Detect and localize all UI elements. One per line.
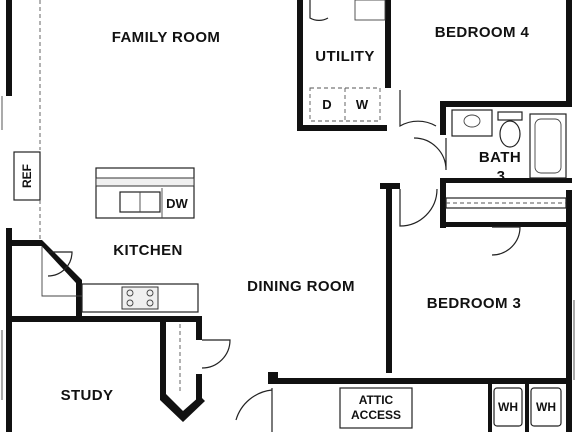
wall-utility-left xyxy=(297,0,303,130)
wall-bedroom3-left xyxy=(386,183,392,373)
wall-left-exterior xyxy=(6,0,12,96)
wall-wh-divider xyxy=(488,384,492,432)
toilet-tank xyxy=(497,111,523,121)
utility-label: UTILITY xyxy=(315,48,374,65)
wall-attic-top xyxy=(270,378,572,384)
wall-study-closet-right xyxy=(196,316,202,340)
study-closet-door xyxy=(201,339,231,369)
pantry-door xyxy=(47,251,73,277)
bath-door-swing xyxy=(413,137,447,171)
wall-study-closet-left xyxy=(160,316,166,394)
bath-3-number: 3 xyxy=(497,168,506,185)
wall-left-exterior-lower xyxy=(6,228,12,432)
walls xyxy=(6,0,572,432)
bathtub-inner xyxy=(534,118,562,174)
burner-1 xyxy=(126,289,134,297)
wall-utility-bottom xyxy=(297,125,387,131)
wall-study-closet-right-lower xyxy=(196,374,202,404)
wall-utility-right xyxy=(385,0,391,88)
burner-3 xyxy=(126,299,134,307)
bathtub xyxy=(529,113,567,179)
wall-kitchen-nook xyxy=(6,240,42,246)
island-bar xyxy=(95,177,195,187)
dryer-label: D xyxy=(322,97,331,112)
dining-room-label: DINING ROOM xyxy=(247,278,355,295)
bath-3-label: BATH xyxy=(479,149,521,166)
utility-door-swing xyxy=(309,0,329,22)
wall-hall-jamb xyxy=(268,372,278,384)
washer-label: W xyxy=(356,97,369,112)
room-labels: FAMILY ROOM UTILITY BEDROOM 4 BATH 3 KIT… xyxy=(61,24,530,422)
kitchen-label: KITCHEN xyxy=(113,242,182,259)
wall-study-top xyxy=(6,316,202,322)
wall-kitchen-angle xyxy=(36,240,82,318)
attic-access-label-line1: ATTIC xyxy=(359,393,394,407)
wall-bath-bottom xyxy=(440,178,572,183)
bedroom3-closet-door xyxy=(491,226,521,256)
attic-access-label-line2: ACCESS xyxy=(351,408,401,422)
bath-sink xyxy=(463,114,481,128)
bedroom3-hall-door xyxy=(399,188,438,227)
lower-hall-door xyxy=(235,388,273,432)
hall-door-swing xyxy=(399,90,437,128)
wall-wh-divider-2 xyxy=(525,384,529,432)
bedroom-4-label: BEDROOM 4 xyxy=(435,24,530,41)
wall-right-exterior xyxy=(566,0,572,104)
utility-cabinet xyxy=(354,0,386,21)
toilet-bowl xyxy=(499,120,521,148)
attic-access-hatch xyxy=(339,387,413,429)
study-label: STUDY xyxy=(61,387,114,404)
water-heater-2 xyxy=(530,387,562,427)
wall-bedroom3-top xyxy=(440,222,572,227)
bath-vanity xyxy=(451,109,493,137)
water-heater-1-label: WH xyxy=(498,400,518,414)
refrigerator xyxy=(13,151,41,201)
bedroom-3-label: BEDROOM 3 xyxy=(427,295,521,312)
wall-bath-top xyxy=(440,101,572,107)
water-heater-2-label: WH xyxy=(536,400,556,414)
burner-4 xyxy=(146,299,154,307)
wall-right-exterior-lower xyxy=(566,190,572,432)
water-heater-1 xyxy=(493,387,523,427)
fixture-labels: REF DW D W WH WH xyxy=(20,97,556,414)
cooktop xyxy=(121,286,159,310)
wall-bath-left xyxy=(440,101,446,135)
burner-2 xyxy=(146,289,154,297)
family-room-label: FAMILY ROOM xyxy=(112,29,221,46)
wall-hall-right xyxy=(440,183,446,228)
refrigerator-label: REF xyxy=(20,164,34,188)
wall-study-angle xyxy=(160,394,205,422)
pantry-outline xyxy=(41,246,82,297)
dishwasher-label: DW xyxy=(166,196,188,211)
